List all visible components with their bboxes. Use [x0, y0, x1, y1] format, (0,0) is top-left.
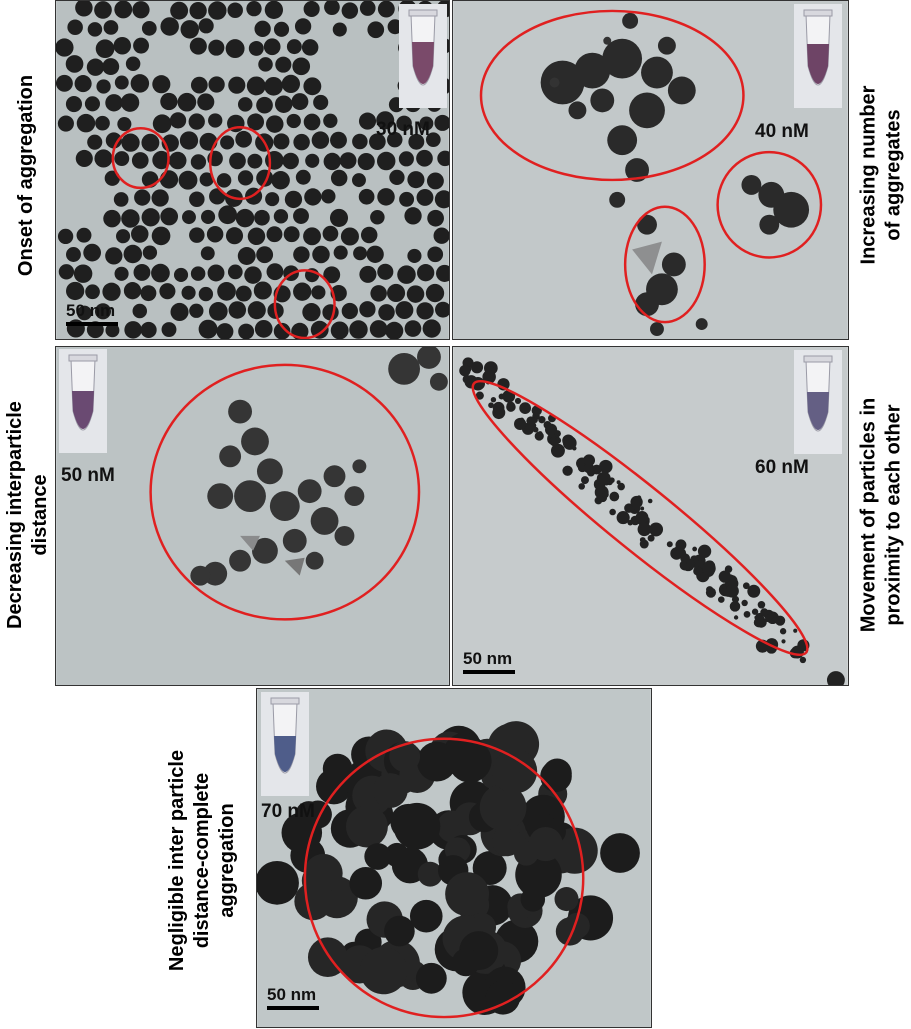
sample-vial	[399, 4, 447, 108]
tem-image	[257, 689, 651, 1027]
scale-bar-label: 50 nm	[66, 301, 116, 320]
side-label-line: of aggregates	[882, 109, 904, 241]
side-label-line: Decreasing interparticle	[4, 401, 26, 629]
aggregate-circle	[111, 127, 170, 190]
scale-bar: 50 nm	[267, 985, 319, 1010]
vial-fluid	[274, 736, 296, 772]
tem-image	[453, 347, 848, 685]
side-label-line: aggregation	[216, 802, 239, 918]
vial-fluid	[807, 44, 829, 84]
concentration-label: 70 nM	[261, 801, 315, 822]
tem-panel-30nm: 30 nM 50 nm	[55, 0, 450, 340]
tem-panel-50nm: 50 nM	[55, 346, 450, 686]
aggregate-circle	[623, 205, 706, 324]
scale-bar-label: 50 nm	[267, 985, 317, 1004]
side-label-negligible: Negligible inter particle distance-compl…	[160, 700, 246, 1020]
side-label-increasing: Increasing number of aggregates	[852, 10, 910, 340]
aggregate-circle	[273, 269, 336, 339]
sample-vial	[794, 4, 842, 108]
side-label-line: proximity to each other	[882, 404, 904, 626]
side-label-onset: Onset of aggregation	[4, 10, 50, 340]
aggregate-circle	[303, 737, 585, 1019]
side-label-line: distance	[29, 474, 51, 556]
concentration-label: 60 nM	[755, 457, 809, 478]
tem-image	[56, 347, 449, 685]
tem-panel-40nm: 40 nM	[452, 0, 849, 340]
side-label-movement: Movement of particles in proximity to ea…	[852, 345, 910, 685]
concentration-label: 50 nM	[61, 465, 115, 486]
tem-image	[453, 1, 848, 339]
sample-vial	[59, 349, 107, 453]
tem-panel-70nm: 70 nM 50 nm	[256, 688, 652, 1028]
scale-bar-label: 50 nm	[463, 649, 513, 668]
vial-fluid	[72, 391, 94, 429]
side-label-line: distance-complete	[191, 772, 214, 948]
side-label-decreasing: Decreasing interparticle distance	[2, 345, 54, 685]
scale-bar: 50 nm	[66, 301, 118, 326]
tem-panel-60nm: 60 nM 50 nm	[452, 346, 849, 686]
side-label-line: Negligible inter particle	[166, 749, 189, 971]
side-label-line: Onset of aggregation	[15, 74, 38, 276]
tem-image	[56, 1, 449, 339]
aggregate-circle	[209, 126, 272, 201]
scale-bar: 50 nm	[463, 649, 515, 674]
aggregate-circle	[479, 9, 745, 182]
sample-vial	[794, 350, 842, 454]
vial-fluid	[807, 392, 829, 430]
vial-fluid	[412, 42, 434, 84]
sample-vial	[261, 692, 309, 796]
concentration-label: 40 nM	[755, 121, 809, 142]
concentration-label: 30 nM	[376, 119, 430, 140]
aggregate-circle	[149, 363, 421, 621]
aggregate-circle	[471, 379, 809, 656]
aggregate-circle	[716, 150, 823, 259]
side-label-line: Increasing number	[857, 85, 879, 265]
side-label-line: Movement of particles in	[857, 397, 879, 633]
